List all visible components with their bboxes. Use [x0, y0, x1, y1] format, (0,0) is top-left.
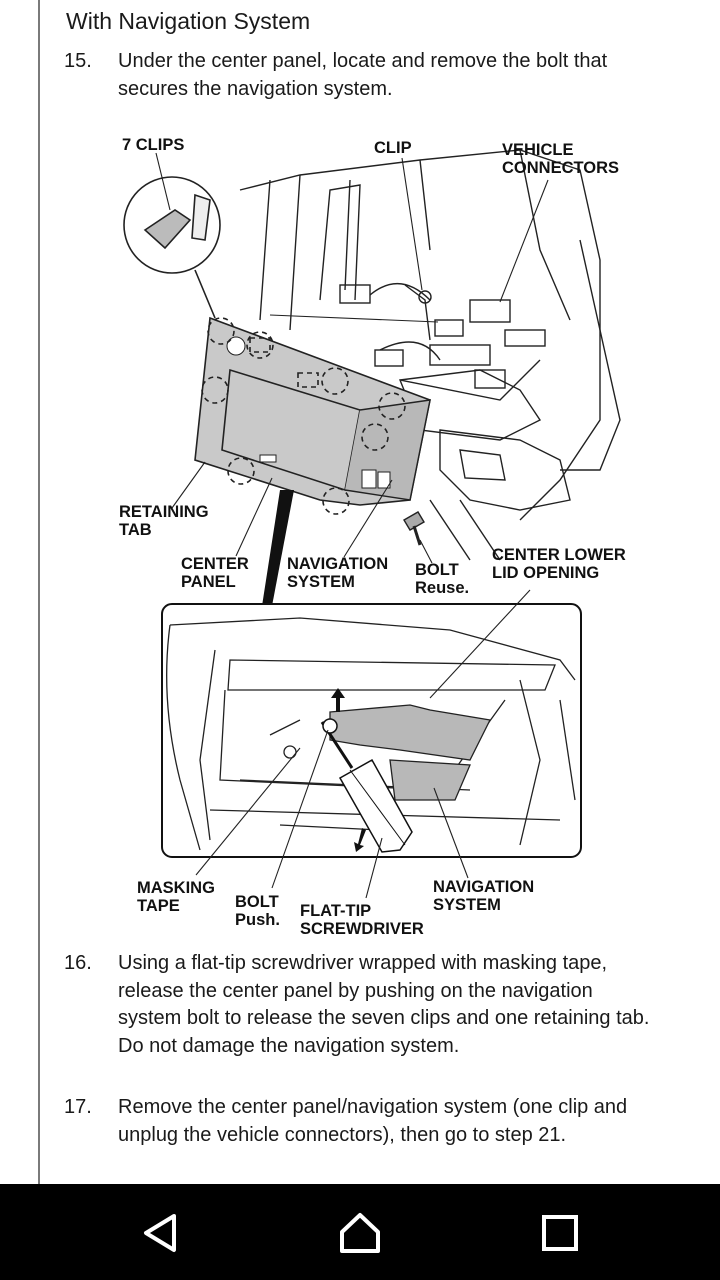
label-center-panel: CENTER PANEL: [181, 555, 249, 591]
label-center-lower-lid-opening: CENTER LOWER LID OPENING: [492, 546, 626, 582]
label-bolt-reuse: BOLT Reuse.: [415, 561, 470, 597]
step-text: Under the center panel, locate and remov…: [118, 50, 608, 100]
label-vehicle-connectors: VEHICLE CONNECTORS: [502, 141, 620, 177]
section-title: With Navigation System: [66, 8, 311, 34]
center-panel-unit: [194, 316, 431, 506]
step-text: Remove the center panel/navigation syste…: [118, 1096, 628, 1146]
back-button[interactable]: [125, 1208, 195, 1258]
label-bolt-push: BOLT Push.: [235, 893, 280, 929]
lower-detail-box: [161, 603, 582, 858]
clip-zoom-detail: [123, 176, 221, 319]
bolt-illustration: [403, 511, 425, 546]
step-number: 16.: [64, 952, 92, 974]
label-clip: CLIP: [374, 139, 412, 157]
page-margin-line: [38, 0, 40, 1184]
installation-diagram: [123, 149, 621, 899]
clip-markers: [201, 317, 406, 515]
leader-lines: [155, 152, 549, 564]
home-button[interactable]: [325, 1208, 395, 1258]
manual-page: With Navigation System 15. Under the cen…: [38, 0, 650, 1184]
label-navigation-system-bottom: NAVIGATION SYSTEM: [433, 878, 535, 914]
label-retaining-tab: RETAINING TAB: [119, 503, 209, 539]
step-number: 17.: [64, 1096, 92, 1118]
label-seven-clips: 7 CLIPS: [122, 136, 185, 154]
home-icon: [340, 1213, 380, 1253]
dashboard-illustration: [239, 149, 621, 561]
step-number: 15.: [64, 50, 92, 72]
label-masking-tape: MASKING TAPE: [137, 879, 215, 915]
label-flat-tip-screwdriver: FLAT-TIP SCREWDRIVER: [300, 902, 424, 938]
system-navigation-bar: [0, 1184, 720, 1280]
recents-square-icon: [542, 1215, 578, 1251]
screwdriver-illustration: [320, 718, 413, 853]
back-triangle-icon: [144, 1214, 176, 1252]
step-text: Using a flat-tip screwdriver wrapped wit…: [118, 952, 650, 1057]
recents-button[interactable]: [525, 1208, 595, 1258]
detail-pointer: [262, 490, 294, 606]
label-navigation-system-top: NAVIGATION SYSTEM: [287, 555, 389, 591]
